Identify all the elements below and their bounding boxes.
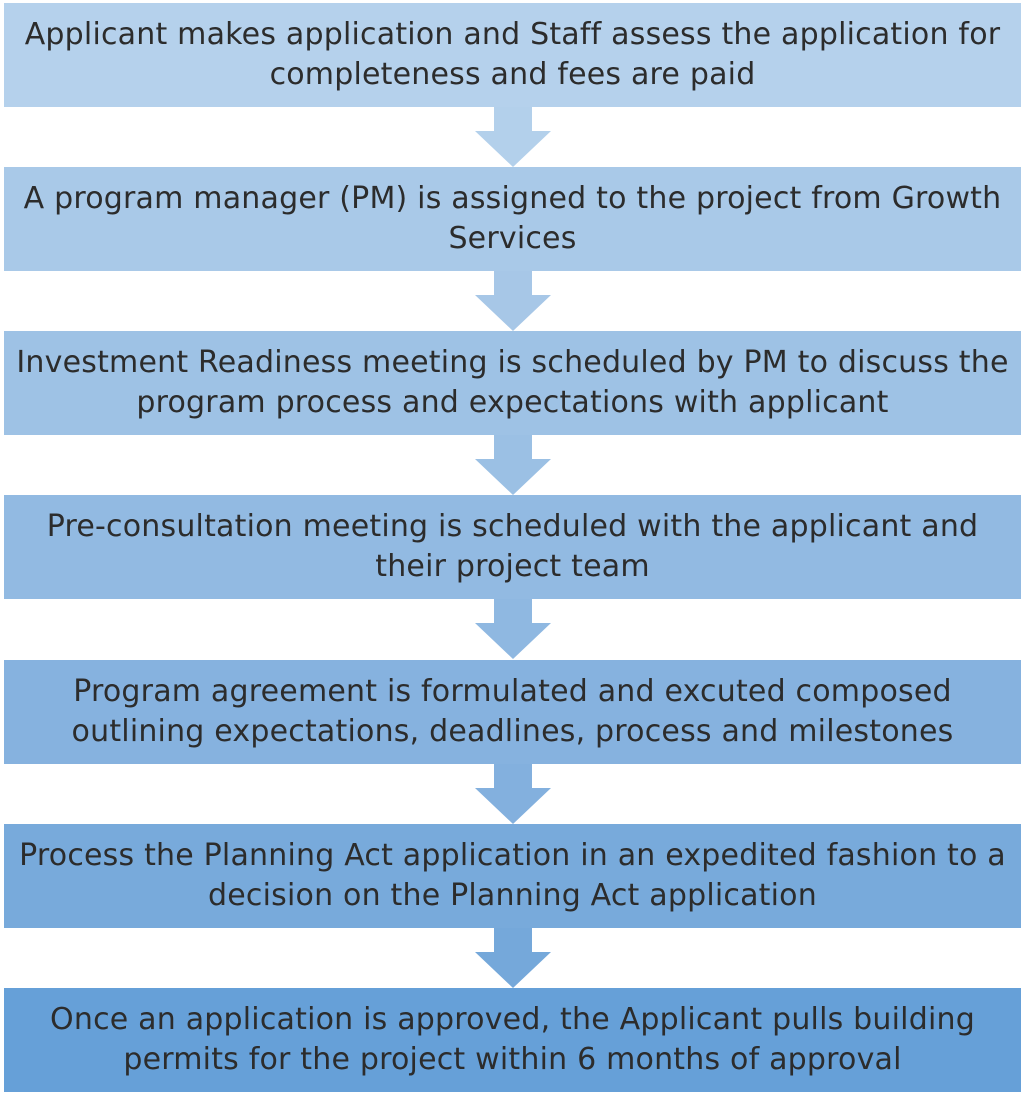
step-box-2: A program manager (PM) is assigned to th… xyxy=(4,167,1021,271)
step-text-3: Investment Readiness meeting is schedule… xyxy=(16,345,1009,420)
step-box-5: Program agreement is formulated and excu… xyxy=(4,660,1021,764)
step-text-4: Pre-consultation meeting is scheduled wi… xyxy=(46,509,979,584)
down-arrow-icon xyxy=(475,928,551,988)
down-arrow-icon xyxy=(475,599,551,659)
step-box-6: Process the Planning Act application in … xyxy=(4,824,1021,928)
step-text-2: A program manager (PM) is assigned to th… xyxy=(23,181,1002,256)
step-text-7: Once an application is approved, the App… xyxy=(50,1002,975,1077)
step-text-5: Program agreement is formulated and excu… xyxy=(71,674,954,749)
step-text-1: Applicant makes application and Staff as… xyxy=(24,17,1001,92)
down-arrow-icon xyxy=(475,271,551,331)
step-box-1: Applicant makes application and Staff as… xyxy=(4,3,1021,107)
step-text-6: Process the Planning Act application in … xyxy=(19,838,1006,913)
step-box-3: Investment Readiness meeting is schedule… xyxy=(4,331,1021,435)
step-box-4: Pre-consultation meeting is scheduled wi… xyxy=(4,495,1021,599)
down-arrow-icon xyxy=(475,107,551,167)
step-box-7: Once an application is approved, the App… xyxy=(4,988,1021,1092)
down-arrow-icon xyxy=(475,764,551,824)
down-arrow-icon xyxy=(475,435,551,495)
